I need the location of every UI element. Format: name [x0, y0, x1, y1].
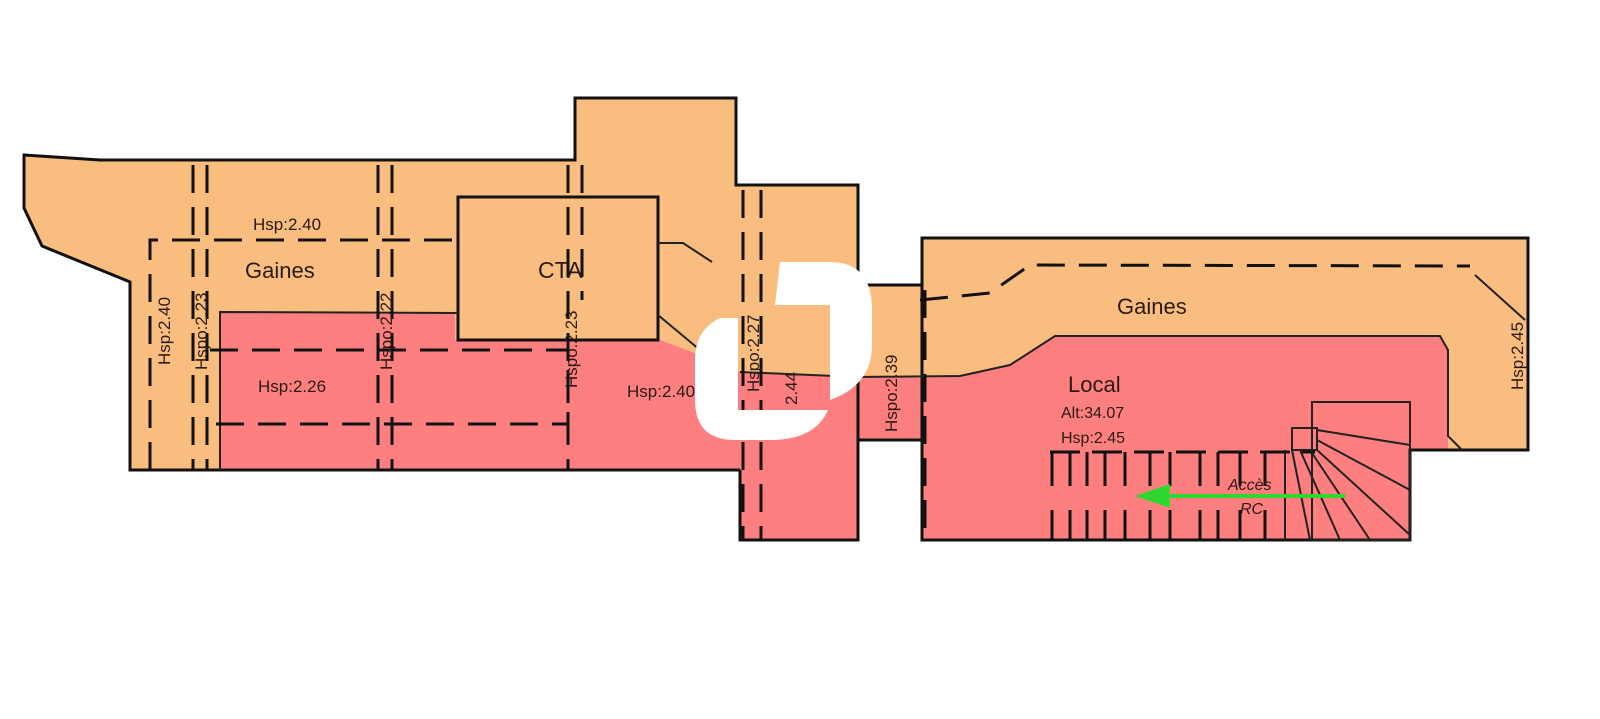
- label-hsp-red-left: Hsp:2.26: [258, 377, 326, 396]
- watermark-logo-icon: [695, 262, 872, 440]
- label-hsp-right-vertical: Hsp:2.45: [1508, 322, 1527, 390]
- label-hspo-column: Hspo:2.27: [744, 315, 763, 393]
- label-column-value: 2.44: [782, 372, 801, 405]
- label-cta: CTA: [538, 257, 583, 283]
- label-hspo-mid-left: Hspo:2.22: [377, 293, 396, 371]
- label-hspo-connector: Hspo:2.39: [882, 355, 901, 433]
- wall-left: [22, 96, 922, 472]
- wall-column: [738, 438, 922, 542]
- label-hspo-left: Hspo:2.23: [192, 293, 211, 371]
- label-access-2: RC: [1240, 501, 1264, 518]
- dashed-zone-right: [919, 263, 1471, 302]
- label-hsp-red-center: Hsp:2.40: [627, 382, 695, 401]
- zone-local-left: [220, 312, 1448, 540]
- label-local-alt: Alt:34.07: [1061, 405, 1124, 422]
- label-hsp-left-vertical: Hsp:2.40: [155, 297, 174, 365]
- label-access-1: Accès: [1227, 477, 1272, 494]
- label-local-hsp: Hsp:2.45: [1061, 430, 1125, 447]
- label-local: Local: [1068, 372, 1121, 397]
- boundary-red-mid: [739, 335, 1463, 451]
- dashed-columns: [191, 165, 927, 540]
- dashed-zone-top: [148, 238, 458, 470]
- duct-line: [658, 242, 713, 263]
- parking-marks: [1050, 450, 1315, 540]
- cta-box: [456, 195, 660, 342]
- label-hsp-top-left: Hsp:2.40: [253, 215, 321, 234]
- label-hspo-cta: Hspo:2.23: [562, 311, 581, 389]
- label-gaines-right: Gaines: [1117, 294, 1187, 319]
- duct-line: [1474, 274, 1526, 321]
- label-gaines-left: Gaines: [245, 258, 315, 283]
- access-arrow-icon: [1135, 484, 1345, 508]
- duct-line: [657, 314, 701, 351]
